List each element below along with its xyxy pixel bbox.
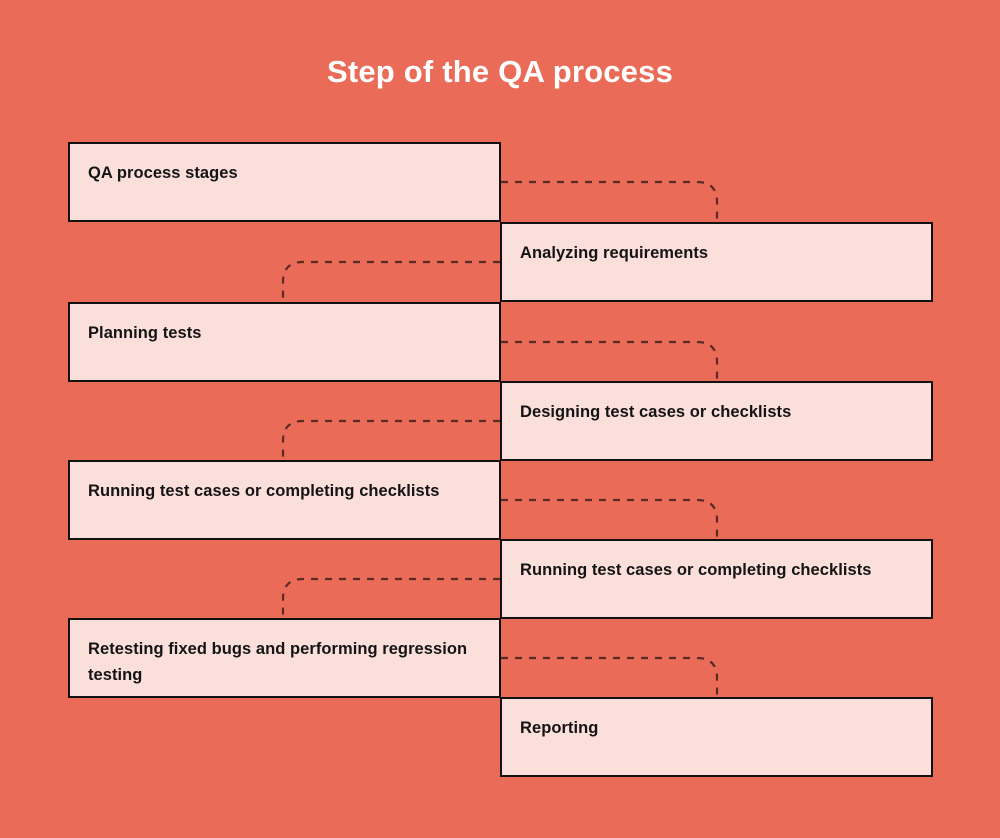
step-box-5[interactable]: Running test cases or completing checkli… — [68, 460, 501, 540]
step-label-6: Running test cases or completing checkli… — [520, 561, 872, 579]
step-label-8: Reporting — [520, 719, 599, 737]
connector-7-to-8 — [501, 656, 719, 698]
step-label-7: Retesting fixed bugs and performing regr… — [88, 640, 468, 684]
step-label-3: Planning tests — [88, 324, 202, 342]
step-label-2: Analyzing requirements — [520, 244, 709, 262]
step-label-4: Designing test cases or checklists — [520, 403, 792, 421]
step-box-4[interactable]: Designing test cases or checklists — [500, 381, 933, 461]
connector-3-to-4 — [501, 340, 719, 382]
connector-6-to-7 — [281, 577, 500, 619]
step-box-3[interactable]: Planning tests — [68, 302, 501, 382]
step-box-7[interactable]: Retesting fixed bugs and performing regr… — [68, 618, 501, 698]
connector-2-to-3 — [281, 260, 500, 302]
step-box-2[interactable]: Analyzing requirements — [500, 222, 933, 302]
step-box-1[interactable]: QA process stages — [68, 142, 501, 222]
step-label-1: QA process stages — [88, 164, 238, 182]
connector-4-to-5 — [281, 419, 500, 461]
step-label-5: Running test cases or completing checkli… — [88, 482, 440, 500]
connector-1-to-2 — [501, 180, 719, 222]
connector-5-to-6 — [501, 498, 719, 540]
step-box-6[interactable]: Running test cases or completing checkli… — [500, 539, 933, 619]
page-title: Step of the QA process — [326, 54, 674, 89]
step-box-8[interactable]: Reporting — [500, 697, 933, 777]
